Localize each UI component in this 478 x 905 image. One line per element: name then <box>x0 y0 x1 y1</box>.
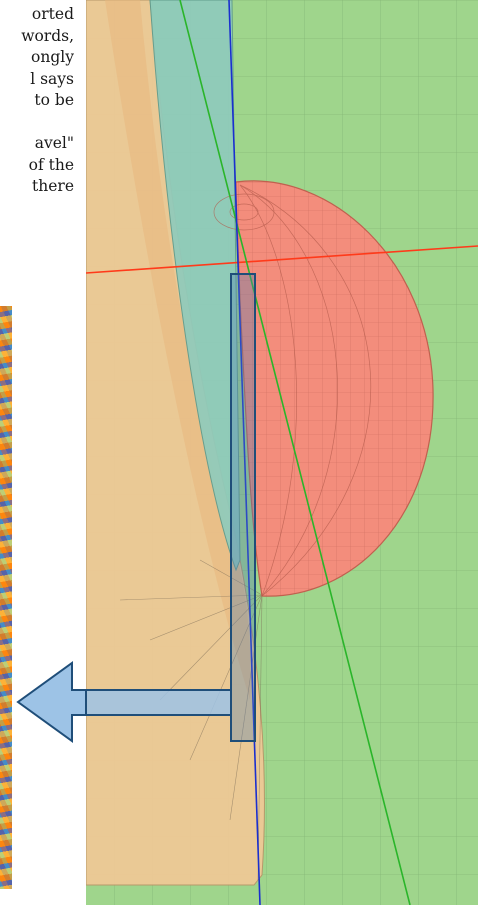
paragraph-line: orted <box>31 5 74 23</box>
figure-svg <box>86 0 478 905</box>
paragraph-line: there <box>32 177 74 195</box>
highlight-region <box>230 273 256 742</box>
blue-axis <box>228 0 261 905</box>
clipped-paragraph: orted words, ongly l says to be avel" of… <box>0 4 74 198</box>
paragraph-line: to be <box>34 91 74 109</box>
paragraph-line: of the <box>28 155 74 174</box>
3d-figure <box>86 0 478 905</box>
arrow-head-icon <box>16 661 87 743</box>
cone-inner-band <box>105 0 251 700</box>
arrow-icon <box>86 689 232 716</box>
hemisphere-grid <box>236 180 434 597</box>
hemisphere-meridians <box>213 184 372 597</box>
paragraph-line: avel" <box>34 134 74 152</box>
red-axis <box>86 245 478 274</box>
arrow-overlay <box>16 661 87 743</box>
paragraph-line: l says <box>30 69 74 88</box>
paragraph-line: ongly <box>31 48 74 66</box>
green-axis <box>179 0 411 905</box>
noise-image-strip <box>0 306 12 889</box>
paragraph-line: words, <box>21 26 74 45</box>
